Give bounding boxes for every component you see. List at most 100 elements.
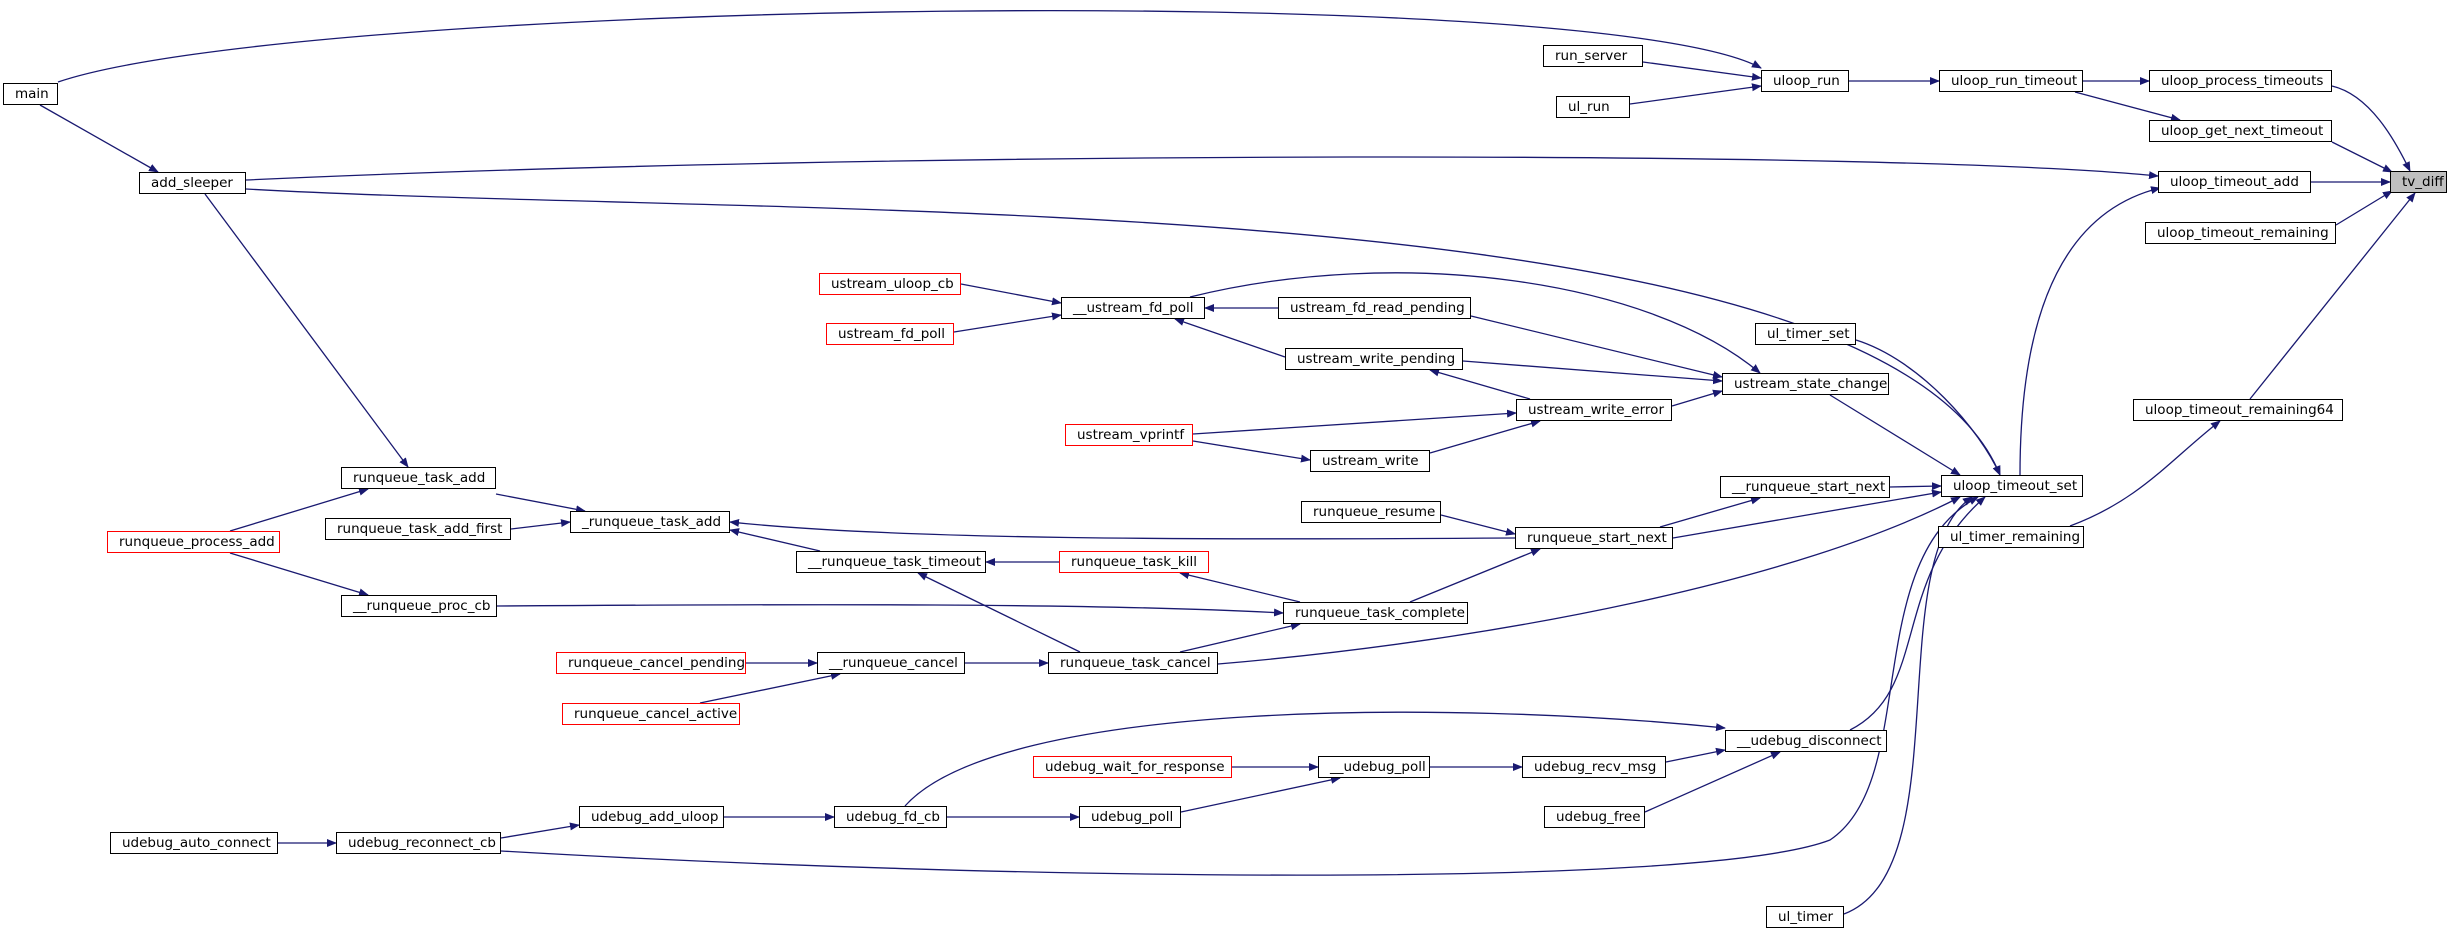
node-udebug-reconnect-cb[interactable]: udebug_reconnect_cb [336, 832, 501, 854]
edge-ustream-vprintf-to-ustream-write [1192, 440, 1311, 463]
edge-ustream-fd-poll-to-fd-poll-internal [953, 312, 1062, 333]
edge-runqueue-process-add-to-proc-cb [229, 552, 369, 597]
node-ustream-fd-poll[interactable]: ustream_fd_poll [826, 323, 954, 345]
node-ul-timer-set[interactable]: ul_timer_set [1755, 323, 1856, 345]
node-udebug-poll-internal[interactable]: __udebug_poll [1318, 756, 1430, 778]
node-uloop-timeout-remaining64[interactable]: uloop_timeout_remaining64 [2133, 399, 2343, 421]
edge-task-cancel-to-uloop-timeout-set [1217, 496, 1961, 665]
edge-uloop-timeout-set-to-uloop-timeout-add [2019, 186, 2161, 476]
edge-ustream-uloop-cb-to-fd-poll [960, 283, 1062, 306]
node-runqueue-cancel-internal[interactable]: __runqueue_cancel [817, 652, 965, 674]
edge-fd-poll-internal-to-state-change [1189, 272, 1761, 374]
edge-ul-timer-remaining-to-remaining64 [2069, 420, 2221, 527]
node-uloop-get-next-timeout[interactable]: uloop_get_next_timeout [2149, 120, 2332, 142]
node-uloop-run[interactable]: uloop_run [1761, 70, 1849, 92]
edge-ustream-vprintf-to-write-error [1192, 409, 1517, 435]
node-runqueue-task-add-first[interactable]: runqueue_task_add_first [325, 518, 511, 540]
edge-write-error-to-state-change [1671, 389, 1723, 407]
node-uloop-timeout-remaining[interactable]: uloop_timeout_remaining [2145, 222, 2336, 244]
node-udebug-fd-cb[interactable]: udebug_fd_cb [834, 806, 947, 828]
edge-add-sleeper-to-runqueue-task-add [204, 193, 409, 468]
edge-task-complete-to-start-next [1409, 548, 1541, 603]
edge-uloop-timeout-remaining-to-tv-diff [2335, 190, 2393, 226]
node-runqueue-start-next[interactable]: runqueue_start_next [1515, 527, 1673, 549]
edge-add-sleeper-to-uloop-timeout-add [245, 156, 2159, 181]
edge-udebug-fd-cb-to-udebug-disconnect [904, 711, 1726, 807]
node-runqueue-task-add[interactable]: runqueue_task_add [341, 467, 496, 489]
edge-fd-poll-internal-to-write-pending [1174, 318, 1286, 358]
edge-task-complete-to-task-kill [1179, 571, 1301, 603]
node-runqueue-task-cancel[interactable]: runqueue_task_cancel [1048, 652, 1218, 674]
edge-task-cancel-to-task-timeout [917, 572, 1081, 653]
node-udebug-add-uloop[interactable]: udebug_add_uloop [579, 806, 724, 828]
edge-reconnect-cb-to-udebug-add-uloop [500, 822, 580, 839]
edge-start-next-internal-to-uloop-timeout-set [1889, 482, 1942, 491]
edge-udebug-free-to-udebug-disconnect [1644, 751, 1781, 813]
node-runqueue-task-add-internal[interactable]: _runqueue_task_add [570, 511, 730, 533]
node-run-server[interactable]: run_server [1543, 45, 1643, 67]
node-runqueue-proc-cb[interactable]: __runqueue_proc_cb [341, 595, 497, 617]
node-ustream-uloop-cb[interactable]: ustream_uloop_cb [819, 273, 961, 295]
node-ustream-write-error[interactable]: ustream_write_error [1516, 399, 1672, 421]
edge-ul-run-to-uloop-run [1629, 83, 1762, 105]
node-ustream-state-change[interactable]: ustream_state_change [1722, 373, 1889, 395]
node-runqueue-task-complete[interactable]: runqueue_task_complete [1283, 602, 1468, 624]
edge-start-next-to-start-next-internal [1659, 496, 1761, 528]
node-udebug-disconnect[interactable]: __udebug_disconnect [1725, 730, 1887, 752]
node-ul-run[interactable]: ul_run [1556, 96, 1630, 118]
edge-reconnect-cb-to-uloop-timeout-set [500, 496, 1979, 876]
edge-ustream-write-to-write-error [1429, 419, 1541, 454]
node-udebug-auto-connect[interactable]: udebug_auto_connect [110, 832, 278, 854]
edge-run-server-to-uloop-run [1642, 61, 1762, 81]
node-udebug-poll[interactable]: udebug_poll [1079, 806, 1181, 828]
edge-udebug-poll-to-udebug-poll-internal [1180, 775, 1341, 813]
node-ustream-write[interactable]: ustream_write [1310, 450, 1430, 472]
node-runqueue-cancel-active[interactable]: runqueue_cancel_active [562, 703, 740, 725]
edge-cancel-active-to-runqueue-cancel [699, 671, 841, 704]
edge-start-next-to-uloop-timeout-set [1672, 489, 1942, 539]
edge-udebug-recv-msg-to-udebug-disconnect [1665, 747, 1726, 763]
node-udebug-recv-msg[interactable]: udebug_recv_msg [1522, 756, 1666, 778]
node-runqueue-start-next-internal[interactable]: __runqueue_start_next [1720, 476, 1890, 498]
edge-add-sleeper-to-uloop-timeout-set [245, 188, 2001, 476]
node-main[interactable]: main [3, 83, 58, 105]
node-ustream-fd-poll-internal[interactable]: __ustream_fd_poll [1061, 297, 1205, 319]
edge-main-to-add-sleeper [39, 104, 159, 173]
edge-task-add-first-to-task-add-internal [510, 519, 571, 530]
node-ul-timer-remaining[interactable]: ul_timer_remaining [1938, 526, 2084, 548]
edge-runqueue-resume-to-start-next [1440, 514, 1516, 536]
edge-main-to-uloop-run [57, 9, 1762, 83]
edge-proc-cb-to-task-complete [496, 604, 1284, 617]
edge-fd-read-pending-to-state-change [1470, 315, 1723, 379]
node-runqueue-task-timeout[interactable]: __runqueue_task_timeout [796, 551, 986, 573]
edge-state-change-to-uloop-timeout-set [1829, 394, 1961, 476]
node-runqueue-task-kill[interactable]: runqueue_task_kill [1059, 551, 1209, 573]
edge-runqueue-process-add-to-task-add [229, 487, 369, 532]
edge-uloop-timeout-remaining64-to-tv-diff [2249, 192, 2416, 400]
edge-write-pending-to-state-change [1462, 360, 1723, 385]
edge-ul-timer-set-to-uloop-timeout-set [1855, 339, 2001, 476]
node-udebug-free[interactable]: udebug_free [1544, 806, 1645, 828]
edge-task-cancel-to-task-complete [1179, 622, 1301, 653]
node-uloop-process-timeouts[interactable]: uloop_process_timeouts [2149, 70, 2332, 92]
edge-runqueue-task-add-to-task-add-internal [495, 493, 586, 514]
edge-process-timeouts-to-tv-diff [2331, 85, 2411, 172]
node-runqueue-resume[interactable]: runqueue_resume [1301, 501, 1441, 523]
node-ustream-write-pending[interactable]: ustream_write_pending [1285, 348, 1463, 370]
node-runqueue-process-add[interactable]: runqueue_process_add [107, 531, 280, 553]
node-uloop-timeout-set[interactable]: uloop_timeout_set [1941, 475, 2083, 497]
node-udebug-wait-for-response[interactable]: udebug_wait_for_response [1033, 756, 1232, 778]
node-uloop-timeout-add[interactable]: uloop_timeout_add [2158, 171, 2311, 193]
edge-start-next-to-task-add-internal [729, 518, 1516, 540]
node-add-sleeper[interactable]: add_sleeper [139, 172, 246, 194]
edge-get-next-timeout-to-tv-diff [2331, 141, 2393, 173]
node-tv-diff: tv_diff [2390, 171, 2447, 193]
node-ustream-fd-read-pending[interactable]: ustream_fd_read_pending [1278, 297, 1471, 319]
node-ul-timer[interactable]: ul_timer [1766, 906, 1844, 928]
node-uloop-run-timeout[interactable]: uloop_run_timeout [1939, 70, 2083, 92]
node-ustream-vprintf[interactable]: ustream_vprintf [1065, 424, 1193, 446]
edge-task-timeout-to-task-add-internal [729, 528, 821, 552]
edge-uloop-run-timeout-to-get-next-timeout [2074, 91, 2181, 122]
node-runqueue-cancel-pending[interactable]: runqueue_cancel_pending [556, 652, 746, 674]
